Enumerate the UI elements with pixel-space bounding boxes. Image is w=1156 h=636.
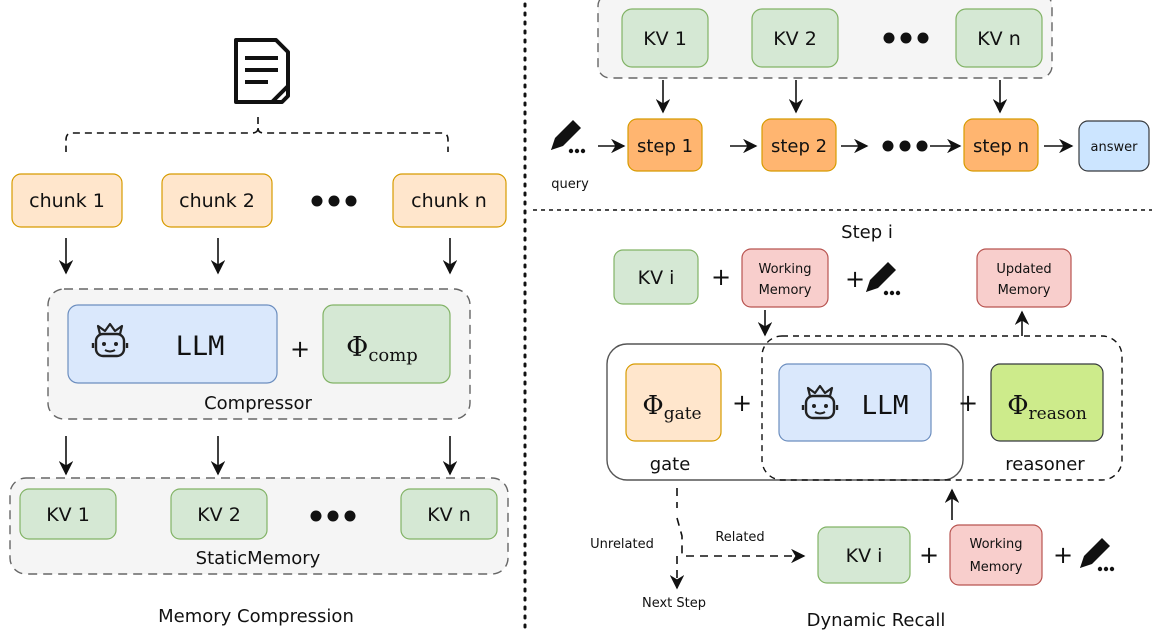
chunk-box: chunk n <box>392 173 507 228</box>
kv-box <box>955 8 1043 68</box>
llm-label: LLM <box>176 331 225 362</box>
working-memory-label: Working <box>969 537 1022 552</box>
kv-i-label: KV i <box>638 267 675 289</box>
static-memory-container: KV 1 KV 2 KV n StaticMemory <box>9 477 509 575</box>
ellipsis-dots <box>883 32 929 44</box>
plus-sign: + <box>732 389 752 417</box>
ellipsis-dots <box>882 140 928 152</box>
chunk-arrows <box>58 238 458 275</box>
working-memory-label: Memory <box>759 283 812 298</box>
working-memory-box <box>949 524 1043 586</box>
kv-box <box>621 8 709 68</box>
llm-box <box>778 363 932 442</box>
chunk-label: chunk 1 <box>29 190 105 212</box>
kv-label: KV 1 <box>46 504 90 526</box>
recall-arrows <box>757 310 1030 520</box>
compressor-container: LLM + Φcomp Compressor <box>47 288 471 420</box>
document-icon <box>234 38 290 104</box>
chunk-box: chunk 1 <box>11 173 123 228</box>
kv-label: KV n <box>977 28 1021 50</box>
chunk-split-bracket <box>65 117 449 152</box>
step-label: step n <box>973 136 1029 157</box>
kv-i-box <box>817 526 911 584</box>
chunk-box: chunk 2 <box>161 173 273 228</box>
kv-i-box <box>613 249 699 305</box>
updated-memory-label: Memory <box>998 283 1051 298</box>
answer-label: answer <box>1091 140 1139 155</box>
step-box <box>963 118 1039 172</box>
dynamic-recall-panel: Step i KV i + Working Memory + Updated M… <box>590 222 1123 631</box>
static-memory-label: StaticMemory <box>196 548 321 569</box>
plus-sign: + <box>845 265 865 293</box>
step-label: step 2 <box>771 136 827 157</box>
working-memory-label: Working <box>758 262 811 277</box>
ellipsis-dots <box>311 195 357 207</box>
memory-compression-panel: chunk 1 chunk 2 chunk n LLM + Φcomp <box>9 38 509 627</box>
pen-icon <box>1080 538 1115 572</box>
kv-label: KV 2 <box>773 28 817 50</box>
kv-label: KV 2 <box>197 504 241 526</box>
pen-icon <box>551 120 586 154</box>
chunk-label: chunk n <box>411 190 487 212</box>
kv-label: KV 1 <box>643 28 687 50</box>
phi-reason-label: Φreason <box>1007 391 1087 424</box>
compressor-label: Compressor <box>204 393 312 414</box>
dynamic-recall-caption: Dynamic Recall <box>807 610 946 631</box>
step-label: step 1 <box>637 136 693 157</box>
reasoner-label: reasoner <box>1005 454 1085 475</box>
kv-box <box>170 488 268 540</box>
plus-sign: + <box>711 263 731 291</box>
kv-box <box>751 8 839 68</box>
updated-memory-box <box>976 248 1072 308</box>
llm-box <box>67 304 278 384</box>
reasoning-chain-panel: KV 1 KV 2 KV n query step 1 step 2 <box>551 0 1150 192</box>
compressor-arrows <box>58 436 458 476</box>
plus-sign: + <box>1053 541 1073 569</box>
phi-gate-label: Φgate <box>642 391 701 424</box>
unrelated-label: Unrelated <box>590 537 654 552</box>
answer-box <box>1078 120 1150 172</box>
step-box <box>761 118 837 172</box>
step-box <box>627 118 703 172</box>
gate-routing <box>669 488 806 590</box>
updated-memory-label: Updated <box>996 262 1051 277</box>
step-i-label: Step i <box>841 222 893 243</box>
kv-box <box>19 488 117 540</box>
kv-i-label: KV i <box>846 545 883 567</box>
plus-sign: + <box>958 389 978 417</box>
related-label: Related <box>715 530 764 545</box>
memory-compression-caption: Memory Compression <box>158 606 354 627</box>
chunk-label: chunk 2 <box>179 190 255 212</box>
gate-label: gate <box>650 454 691 475</box>
kv-label: KV n <box>427 504 471 526</box>
plus-sign: + <box>290 335 310 363</box>
working-memory-box <box>741 248 829 308</box>
query-label: query <box>551 177 589 192</box>
phi-comp-label: Φcomp <box>346 332 418 366</box>
kv-to-step-arrows <box>655 80 1008 114</box>
reasoner-container <box>761 335 1123 481</box>
next-step-label: Next Step <box>642 596 706 611</box>
kv-box <box>400 488 498 540</box>
phi-comp-box <box>322 304 451 384</box>
llm-label: LLM <box>862 391 909 421</box>
pen-icon <box>866 262 901 296</box>
phi-gate-box <box>625 363 722 442</box>
working-memory-label: Memory <box>970 560 1023 575</box>
plus-sign: + <box>919 541 939 569</box>
ellipsis-dots <box>310 510 356 522</box>
phi-reason-box <box>990 363 1104 442</box>
